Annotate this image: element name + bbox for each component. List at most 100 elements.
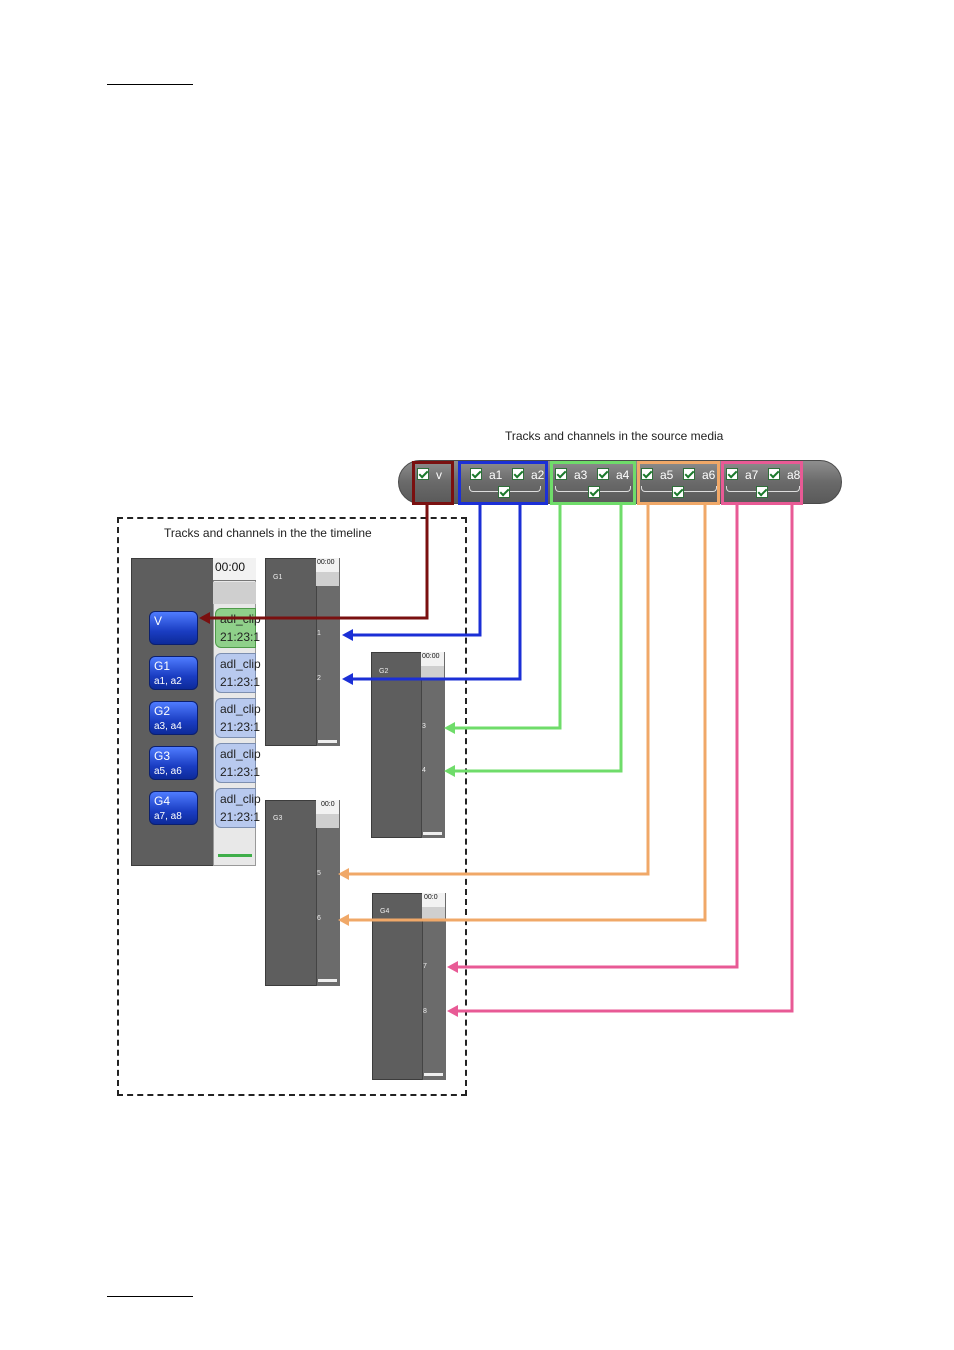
track-g1-channels: a1, a2 [154, 676, 182, 687]
connector-g2 [444, 505, 623, 777]
clip-g4-name: adl_clip [220, 792, 261, 806]
clip-g3-name: adl_clip [220, 747, 261, 761]
channel-a7-checkbox[interactable] [726, 468, 738, 480]
track-g2-title: G2 [154, 704, 171, 718]
group-panel-g4-ruler: 00:0 [422, 893, 445, 908]
group-panel-g2 [371, 652, 424, 838]
track-g2-channels: a3, a4 [154, 721, 182, 732]
channel-group-4-checkbox[interactable] [756, 486, 768, 498]
clip-g3-tc: 21:23:1 [220, 765, 261, 779]
channel-a2-label: a2 [531, 468, 545, 482]
group-panel-g3-ch6: 6 [317, 915, 321, 922]
channel-a5-label: a5 [660, 468, 674, 482]
timeline-ruler-time: 00:00 [215, 560, 246, 574]
channel-a8-checkbox[interactable] [768, 468, 780, 480]
video-label: v [436, 468, 442, 482]
channel-a1-checkbox[interactable] [470, 468, 482, 480]
group-panel-g2-ch3: 3 [422, 723, 426, 730]
channel-group-1-checkbox[interactable] [498, 486, 510, 498]
channel-group-2-frame [550, 461, 636, 505]
timeline-caption: Tracks and channels in the the timeline [164, 526, 372, 540]
clip-g4[interactable]: adl_clip 21:23:1 [215, 788, 261, 828]
channel-a6-checkbox[interactable] [683, 468, 695, 480]
clip-video[interactable]: adl_clip 21:23:1 [215, 608, 261, 648]
track-g4[interactable]: G4 a7, a8 [149, 791, 198, 825]
channel-a3-label: a3 [574, 468, 588, 482]
group-panel-g4 [372, 893, 425, 1080]
group-panel-g3-name: G3 [273, 815, 283, 822]
channel-a8-label: a8 [787, 468, 801, 482]
group-panel-g3-strip [316, 800, 340, 986]
timeline-scroll-indicator[interactable] [218, 854, 252, 857]
group-panel-g4-strip [422, 893, 446, 1080]
track-g4-title: G4 [154, 794, 171, 808]
timeline-ruler: 00:00 [213, 558, 256, 581]
group-panel-g2-scroll[interactable] [423, 832, 442, 835]
channel-group-2-checkbox[interactable] [588, 486, 600, 498]
group-panel-g4-scroll[interactable] [424, 1073, 443, 1076]
channel-group-3-frame [637, 461, 720, 505]
timeline-ruler-gap [213, 582, 256, 604]
track-video[interactable]: V [149, 611, 198, 645]
clip-g2-tc: 21:23:1 [220, 720, 261, 734]
header-rule [107, 84, 193, 85]
group-panel-g1-ch2: 2 [317, 675, 321, 682]
clip-g2-name: adl_clip [220, 702, 261, 716]
clip-g1[interactable]: adl_clip 21:23:1 [215, 653, 261, 693]
channel-a4-checkbox[interactable] [597, 468, 609, 480]
group-panel-g1-gap [316, 572, 339, 586]
group-panel-g1-ruler-time: 00:00 [317, 559, 335, 566]
track-video-title: V [154, 614, 163, 628]
clip-video-tc: 21:23:1 [220, 630, 261, 644]
group-panel-g2-ruler-time: 00:00 [422, 653, 440, 660]
group-panel-g3-scroll[interactable] [318, 979, 337, 982]
video-frame [412, 461, 454, 505]
track-g1-title: G1 [154, 659, 171, 673]
channel-a3-checkbox[interactable] [555, 468, 567, 480]
channel-a5-checkbox[interactable] [641, 468, 653, 480]
clip-video-name: adl_clip [220, 612, 261, 626]
group-panel-g4-name: G4 [380, 908, 390, 915]
group-panel-g1-name: G1 [273, 574, 283, 581]
group-panel-g1-ruler: 00:00 [316, 558, 339, 573]
group-panel-g2-ch4: 4 [422, 767, 426, 774]
channel-a1-label: a1 [489, 468, 503, 482]
track-g1[interactable]: G1 a1, a2 [149, 656, 198, 690]
clip-g3[interactable]: adl_clip 21:23:1 [215, 743, 261, 783]
channel-a7-label: a7 [745, 468, 759, 482]
group-panel-g4-ch7: 7 [423, 963, 427, 970]
track-g2[interactable]: G2 a3, a4 [149, 701, 198, 735]
group-panel-g3-ruler: 00:0 [316, 800, 339, 815]
track-g3-channels: a5, a6 [154, 766, 182, 777]
channel-group-1-frame [458, 461, 548, 505]
clip-g1-tc: 21:23:1 [220, 675, 261, 689]
clip-g2[interactable]: adl_clip 21:23:1 [215, 698, 261, 738]
track-g3[interactable]: G3 a5, a6 [149, 746, 198, 780]
channel-group-4-frame [721, 461, 803, 505]
group-panel-g3-ruler-time: 00:0 [321, 801, 335, 808]
group-panel-g4-ruler-time: 00:0 [424, 894, 438, 901]
track-g4-channels: a7, a8 [154, 811, 182, 822]
video-checkbox[interactable] [417, 468, 429, 480]
group-panel-g2-name: G2 [379, 668, 389, 675]
group-panel-g1-scroll[interactable] [318, 740, 337, 743]
channel-a6-label: a6 [702, 468, 716, 482]
source-media-caption: Tracks and channels in the source media [505, 429, 724, 443]
clip-g4-tc: 21:23:1 [220, 810, 261, 824]
channel-a2-checkbox[interactable] [512, 468, 524, 480]
group-panel-g2-ruler: 00:00 [421, 652, 444, 667]
footer-rule [107, 1296, 193, 1297]
connector-g4 [447, 505, 794, 1017]
group-panel-g3-ch5: 5 [317, 870, 321, 877]
clip-g1-name: adl_clip [220, 657, 261, 671]
channel-group-3-checkbox[interactable] [672, 486, 684, 498]
group-panel-g4-ch8: 8 [423, 1008, 427, 1015]
group-panel-g4-gap [422, 907, 445, 921]
group-panel-g2-gap [421, 666, 444, 680]
group-panel-g3 [265, 800, 318, 986]
group-panel-g3-gap [316, 814, 339, 828]
channel-a4-label: a4 [616, 468, 630, 482]
group-panel-g1 [265, 558, 318, 746]
group-panel-g1-ch1: 1 [317, 630, 321, 637]
group-panel-g1-strip [316, 558, 340, 746]
